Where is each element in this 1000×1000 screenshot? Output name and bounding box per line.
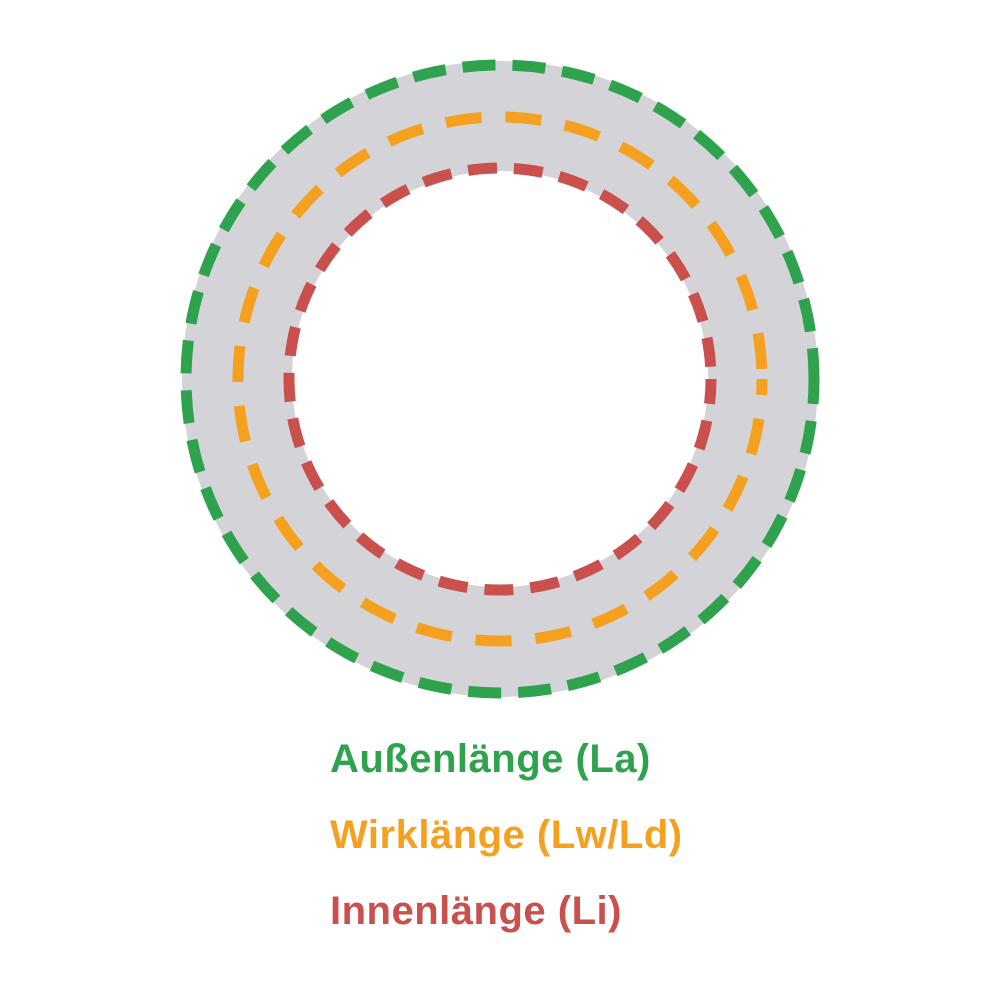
outer-length-label: Außenlänge (La) <box>330 737 651 781</box>
effective-length-circle <box>232 111 768 647</box>
inner-length-label: Innenlänge (Li) <box>330 889 622 933</box>
outer-length-circle <box>180 59 820 699</box>
effective-length-label: Wirklänge (Lw/Ld) <box>330 813 683 857</box>
inner-length-circle <box>283 162 717 596</box>
legend: Außenlänge (La) Wirklänge (Lw/Ld) Innenl… <box>330 738 683 932</box>
